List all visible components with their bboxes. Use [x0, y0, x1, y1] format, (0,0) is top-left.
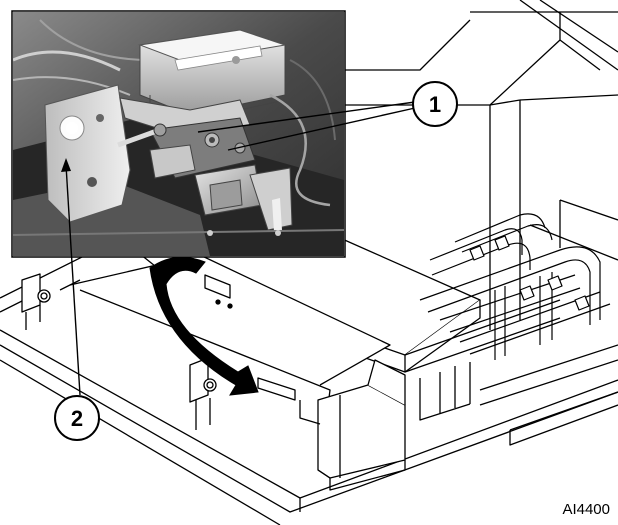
figure-reference-code: AI4400	[562, 501, 610, 518]
callout-2: 2	[55, 396, 99, 440]
mounting-bracket-photo	[45, 85, 130, 222]
callout-1: 1	[413, 82, 457, 126]
callout-2-label: 2	[71, 406, 83, 431]
photo-inset	[12, 11, 345, 257]
callout-1-label: 1	[429, 92, 441, 117]
